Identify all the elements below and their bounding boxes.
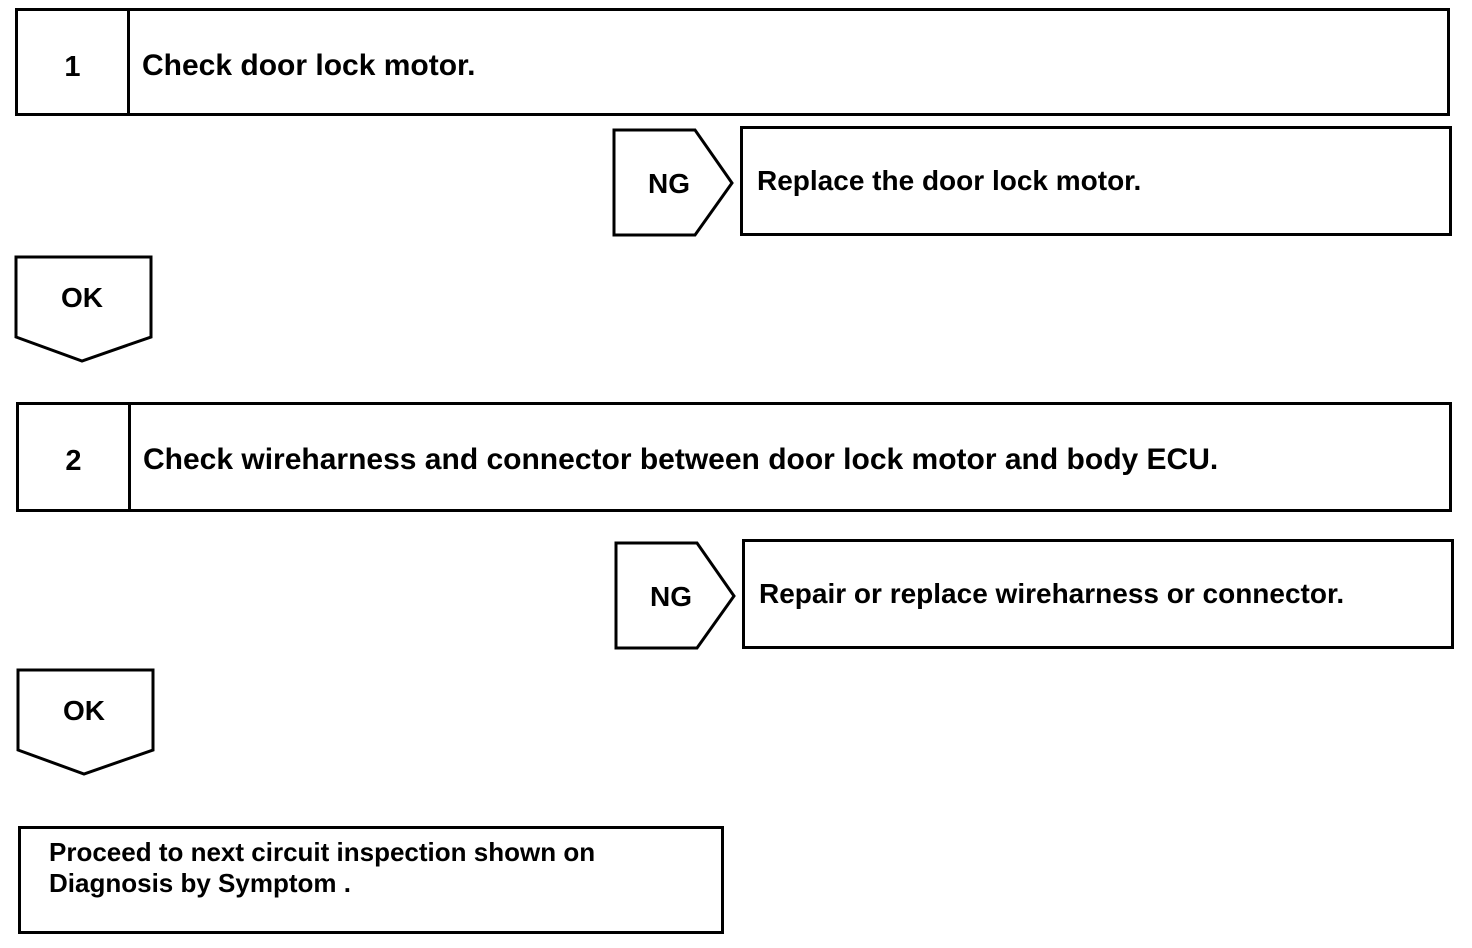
ok-arrow-2: OK [16,668,155,776]
ok-label-1: OK [61,282,103,313]
ng-label-1: NG [648,168,690,199]
ng-label-2: NG [650,581,692,612]
step-2-text: Check wireharness and connector between … [143,443,1219,476]
final-step-box: Proceed to next circuit inspection shown… [18,826,724,934]
step-1-text: Check door lock motor. [142,49,476,82]
ok-arrow-1: OK [14,255,153,363]
step-1-box: 1 Check door lock motor. [15,8,1450,116]
ng-action-1-box: Replace the door lock motor. [740,126,1452,236]
ng-arrow-2: NG [614,541,736,650]
final-step-line-2: Diagnosis by Symptom . [49,868,351,898]
step-2-box: 2 Check wireharness and connector betwee… [16,402,1452,512]
ok-label-2: OK [63,695,105,726]
ng-action-2-text: Repair or replace wireharness or connect… [759,578,1345,609]
step-2-number: 2 [19,405,131,509]
ng-action-2-box: Repair or replace wireharness or connect… [742,539,1454,649]
ng-action-1-text: Replace the door lock motor. [757,165,1142,196]
ng-arrow-1: NG [612,128,734,237]
step-1-number: 1 [18,11,130,113]
final-step-line-1: Proceed to next circuit inspection shown… [49,837,596,867]
